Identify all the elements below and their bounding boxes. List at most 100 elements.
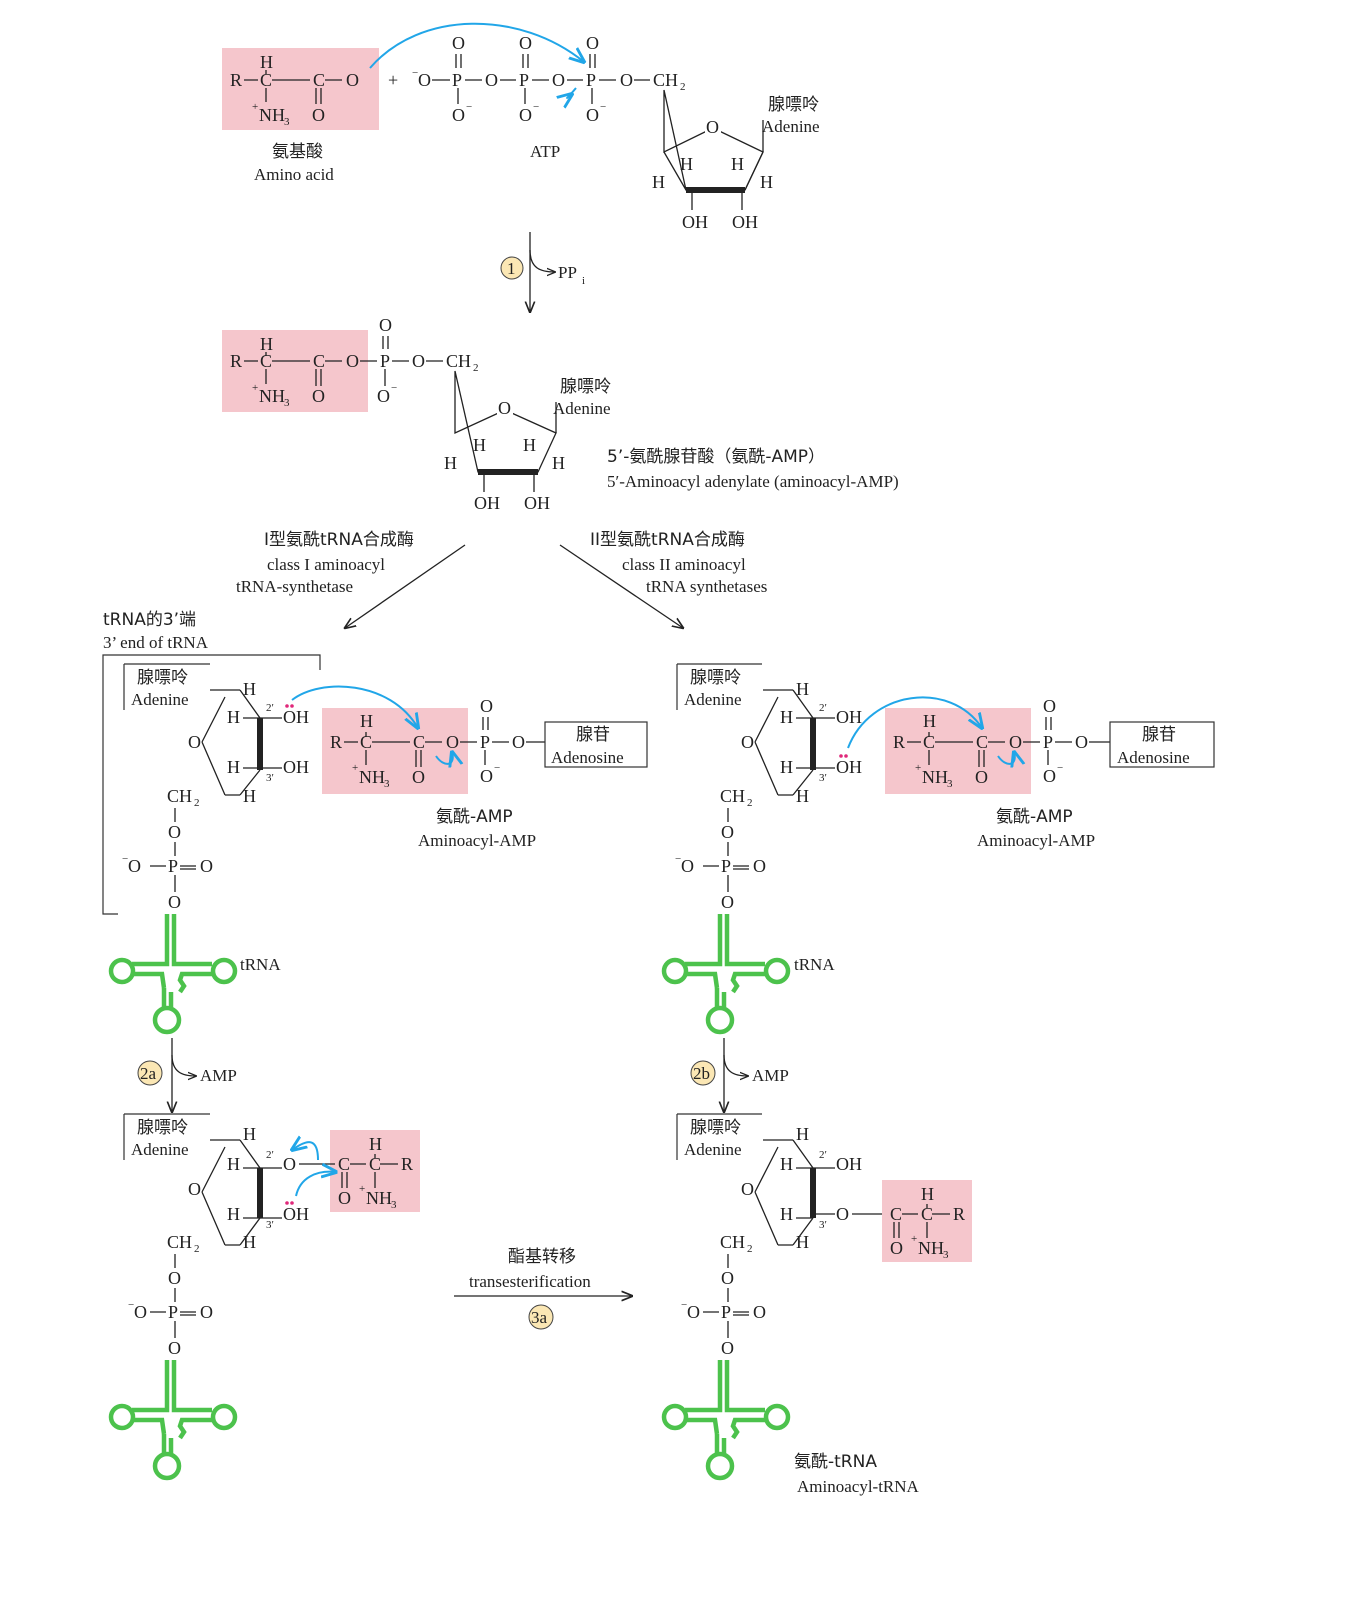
svg-text:OH: OH (283, 707, 309, 727)
amino-acid-highlight (222, 48, 379, 130)
right-trna-ribose: H H H H O OH OH 2′ 3′ CH 2 O O − P O O (675, 663, 862, 912)
svg-text:P: P (380, 351, 390, 371)
svg-text:P: P (480, 732, 490, 752)
left-bottom-arrow-1 (292, 1142, 319, 1161)
svg-text:CH: CH (167, 786, 192, 806)
svg-text:O: O (168, 1338, 181, 1358)
svg-text:H: H (731, 154, 744, 174)
svg-text:3′: 3′ (819, 1219, 827, 1231)
step2b-amp-release (723, 1054, 748, 1076)
svg-text:O: O (452, 105, 465, 125)
svg-text:P: P (586, 70, 596, 90)
left-aa-amp-en: Aminoacyl-AMP (418, 831, 536, 850)
svg-text:O: O (1075, 732, 1088, 752)
svg-text:O: O (412, 767, 425, 787)
step3a-badge (528, 1304, 554, 1330)
left-bottom-adenine-en: Adenine (131, 1140, 189, 1159)
svg-text:H: H (552, 453, 565, 473)
svg-text:C: C (890, 1204, 902, 1224)
svg-text:OH: OH (732, 212, 758, 232)
svg-text:H: H (473, 435, 486, 455)
svg-text:OH: OH (682, 212, 708, 232)
svg-text:OH: OH (524, 493, 550, 513)
svg-text:O: O (452, 33, 465, 53)
atp-ribose: O O H H H H OH OH (652, 89, 773, 232)
svg-text:CH: CH (720, 786, 745, 806)
svg-text:2: 2 (194, 1243, 200, 1255)
step2b-badge (690, 1060, 716, 1086)
svg-text:C: C (413, 732, 425, 752)
svg-text:2: 2 (680, 81, 686, 93)
svg-text:O: O (552, 70, 565, 90)
step3a-en: transesterification (469, 1272, 591, 1291)
left-bottom-structure: H H H H O O OH 2′ 3′ CH 2 O O − P O O H … (123, 1113, 420, 1358)
svg-text:C: C (976, 732, 988, 752)
svg-text:H: H (227, 707, 240, 727)
svg-text:H: H (780, 707, 793, 727)
svg-text:−: − (1057, 762, 1063, 774)
svg-text:H: H (780, 1204, 793, 1224)
svg-text:O: O (586, 33, 599, 53)
right-aminoacyl-amp: H R C C O P O O O − O + NH 3 (885, 696, 1215, 794)
left-mid-adenine-en: Adenine (131, 690, 189, 709)
svg-text:H: H (796, 1124, 809, 1144)
right-mid-adenine-cn: 腺嘌呤 (690, 668, 741, 688)
svg-text:2′: 2′ (266, 702, 274, 714)
atp-structure: O P O P O P O CH 2 O O O O − O − O − − (412, 33, 686, 125)
amino-acid-en-label: Amino acid (254, 165, 334, 184)
left-adenosine-cn: 腺苷 (576, 725, 610, 745)
pp-label: PP (558, 263, 577, 282)
product-en: Aminoacyl-tRNA (797, 1477, 920, 1496)
step2a-amp-label: AMP (200, 1066, 237, 1085)
svg-text:O: O (620, 70, 633, 90)
atp-label: ATP (530, 142, 560, 161)
step2a-badge-label: 2a (140, 1064, 157, 1083)
svg-text:O: O (836, 1204, 849, 1224)
right-leaving-arrow (997, 752, 1015, 764)
svg-text:O: O (706, 117, 719, 137)
pp-release-arrow (529, 249, 555, 272)
trna-end-en: 3’ end of tRNA (103, 633, 209, 652)
svg-text:P: P (721, 856, 731, 876)
svg-text:3: 3 (284, 397, 290, 409)
svg-text:3: 3 (943, 1249, 949, 1261)
left-bottom-highlight (330, 1130, 420, 1212)
svg-text:O: O (687, 1302, 700, 1322)
svg-text:3: 3 (384, 778, 390, 790)
svg-text:2′: 2′ (819, 702, 827, 714)
svg-text:3: 3 (284, 116, 290, 128)
svg-text:O: O (586, 105, 599, 125)
svg-text:3′: 3′ (266, 772, 274, 784)
svg-text:C: C (313, 70, 325, 90)
svg-text:O: O (412, 351, 425, 371)
svg-text:NH: NH (259, 386, 285, 406)
svg-text:OH: OH (474, 493, 500, 513)
svg-text:H: H (780, 757, 793, 777)
left-aminoacyl-amp: H R C C O P O O O − O + NH 3 (322, 696, 648, 794)
svg-text:H: H (760, 172, 773, 192)
intermediate-adenine-cn: 腺嘌呤 (560, 377, 611, 397)
svg-text:H: H (243, 679, 256, 699)
svg-text:3: 3 (947, 778, 953, 790)
svg-text:O: O (512, 732, 525, 752)
svg-text:C: C (360, 732, 372, 752)
svg-text:H: H (523, 435, 536, 455)
step2b-amp-label: AMP (752, 1066, 789, 1085)
svg-text:+: + (252, 101, 258, 113)
class2-en-line2: tRNA synthetases (646, 577, 767, 596)
svg-text:H: H (227, 1154, 240, 1174)
step2b-badge-label: 2b (693, 1064, 710, 1083)
svg-text:H: H (243, 786, 256, 806)
trna-end-bracket (102, 654, 321, 915)
svg-text:O: O (480, 696, 493, 716)
svg-text:−: − (533, 101, 539, 113)
class1-en-line1: class I aminoacyl (267, 555, 385, 574)
left-mid-trna-label: tRNA (240, 955, 281, 974)
svg-text:NH: NH (366, 1188, 392, 1208)
step3a-cn: 酯基转移 (508, 1247, 576, 1267)
left-amp-highlight (322, 708, 468, 794)
svg-text:O: O (741, 732, 754, 752)
svg-text:O: O (338, 1188, 351, 1208)
svg-text:O: O (418, 70, 431, 90)
svg-text:OH: OH (836, 707, 862, 727)
